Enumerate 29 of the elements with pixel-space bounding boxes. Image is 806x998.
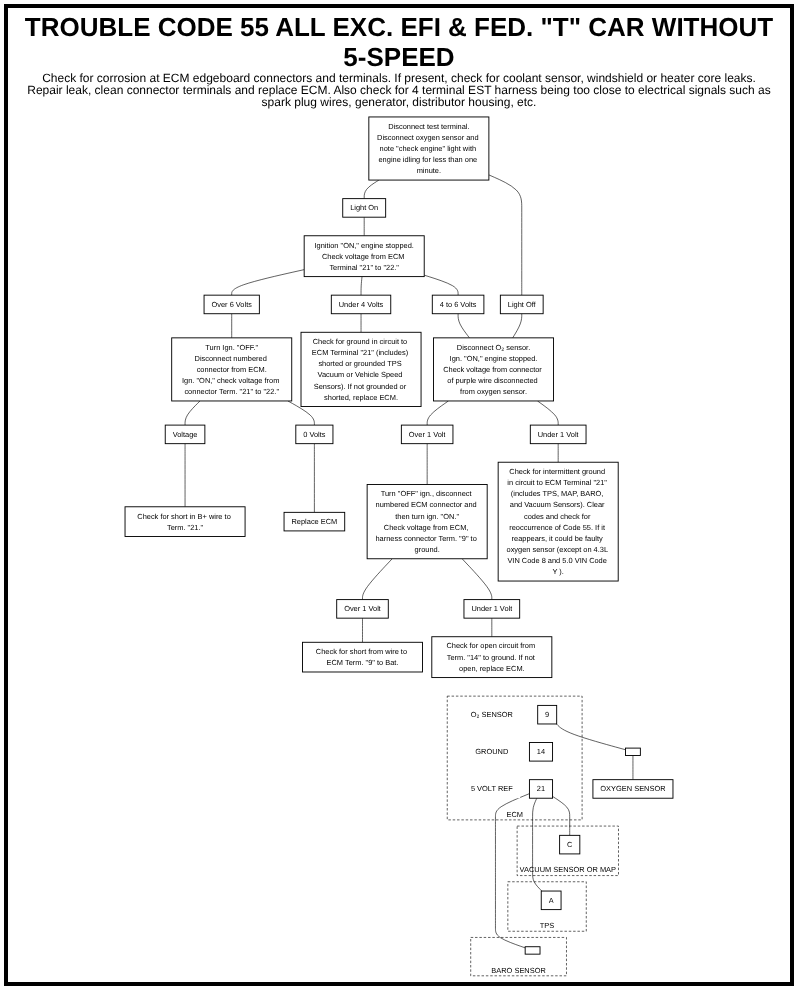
connector (556, 723, 626, 751)
node-box (524, 946, 541, 955)
connector (360, 313, 362, 333)
connector (495, 793, 530, 949)
connector (632, 755, 634, 780)
connector (287, 400, 315, 426)
connector (231, 269, 305, 296)
connector (557, 443, 559, 463)
connector (184, 443, 186, 508)
connector (362, 617, 363, 643)
connector (360, 276, 363, 296)
connector (457, 313, 470, 339)
connector (363, 216, 365, 237)
connector (314, 443, 315, 513)
connector (426, 400, 449, 426)
connector (231, 313, 232, 339)
connector (532, 797, 543, 892)
connector (363, 179, 380, 199)
connector (512, 313, 523, 339)
connector (426, 443, 428, 485)
node-box (625, 747, 641, 756)
connector (423, 274, 459, 296)
connector (552, 796, 571, 836)
connector (461, 558, 493, 600)
connector (537, 400, 559, 426)
connector (184, 400, 201, 426)
diagram-title: TROUBLE CODE 55 ALL EXC. EFI & FED. "T" CAR WITHOUT 5-SPEED (22, 12, 776, 72)
connector (491, 617, 493, 638)
connector (362, 558, 393, 600)
